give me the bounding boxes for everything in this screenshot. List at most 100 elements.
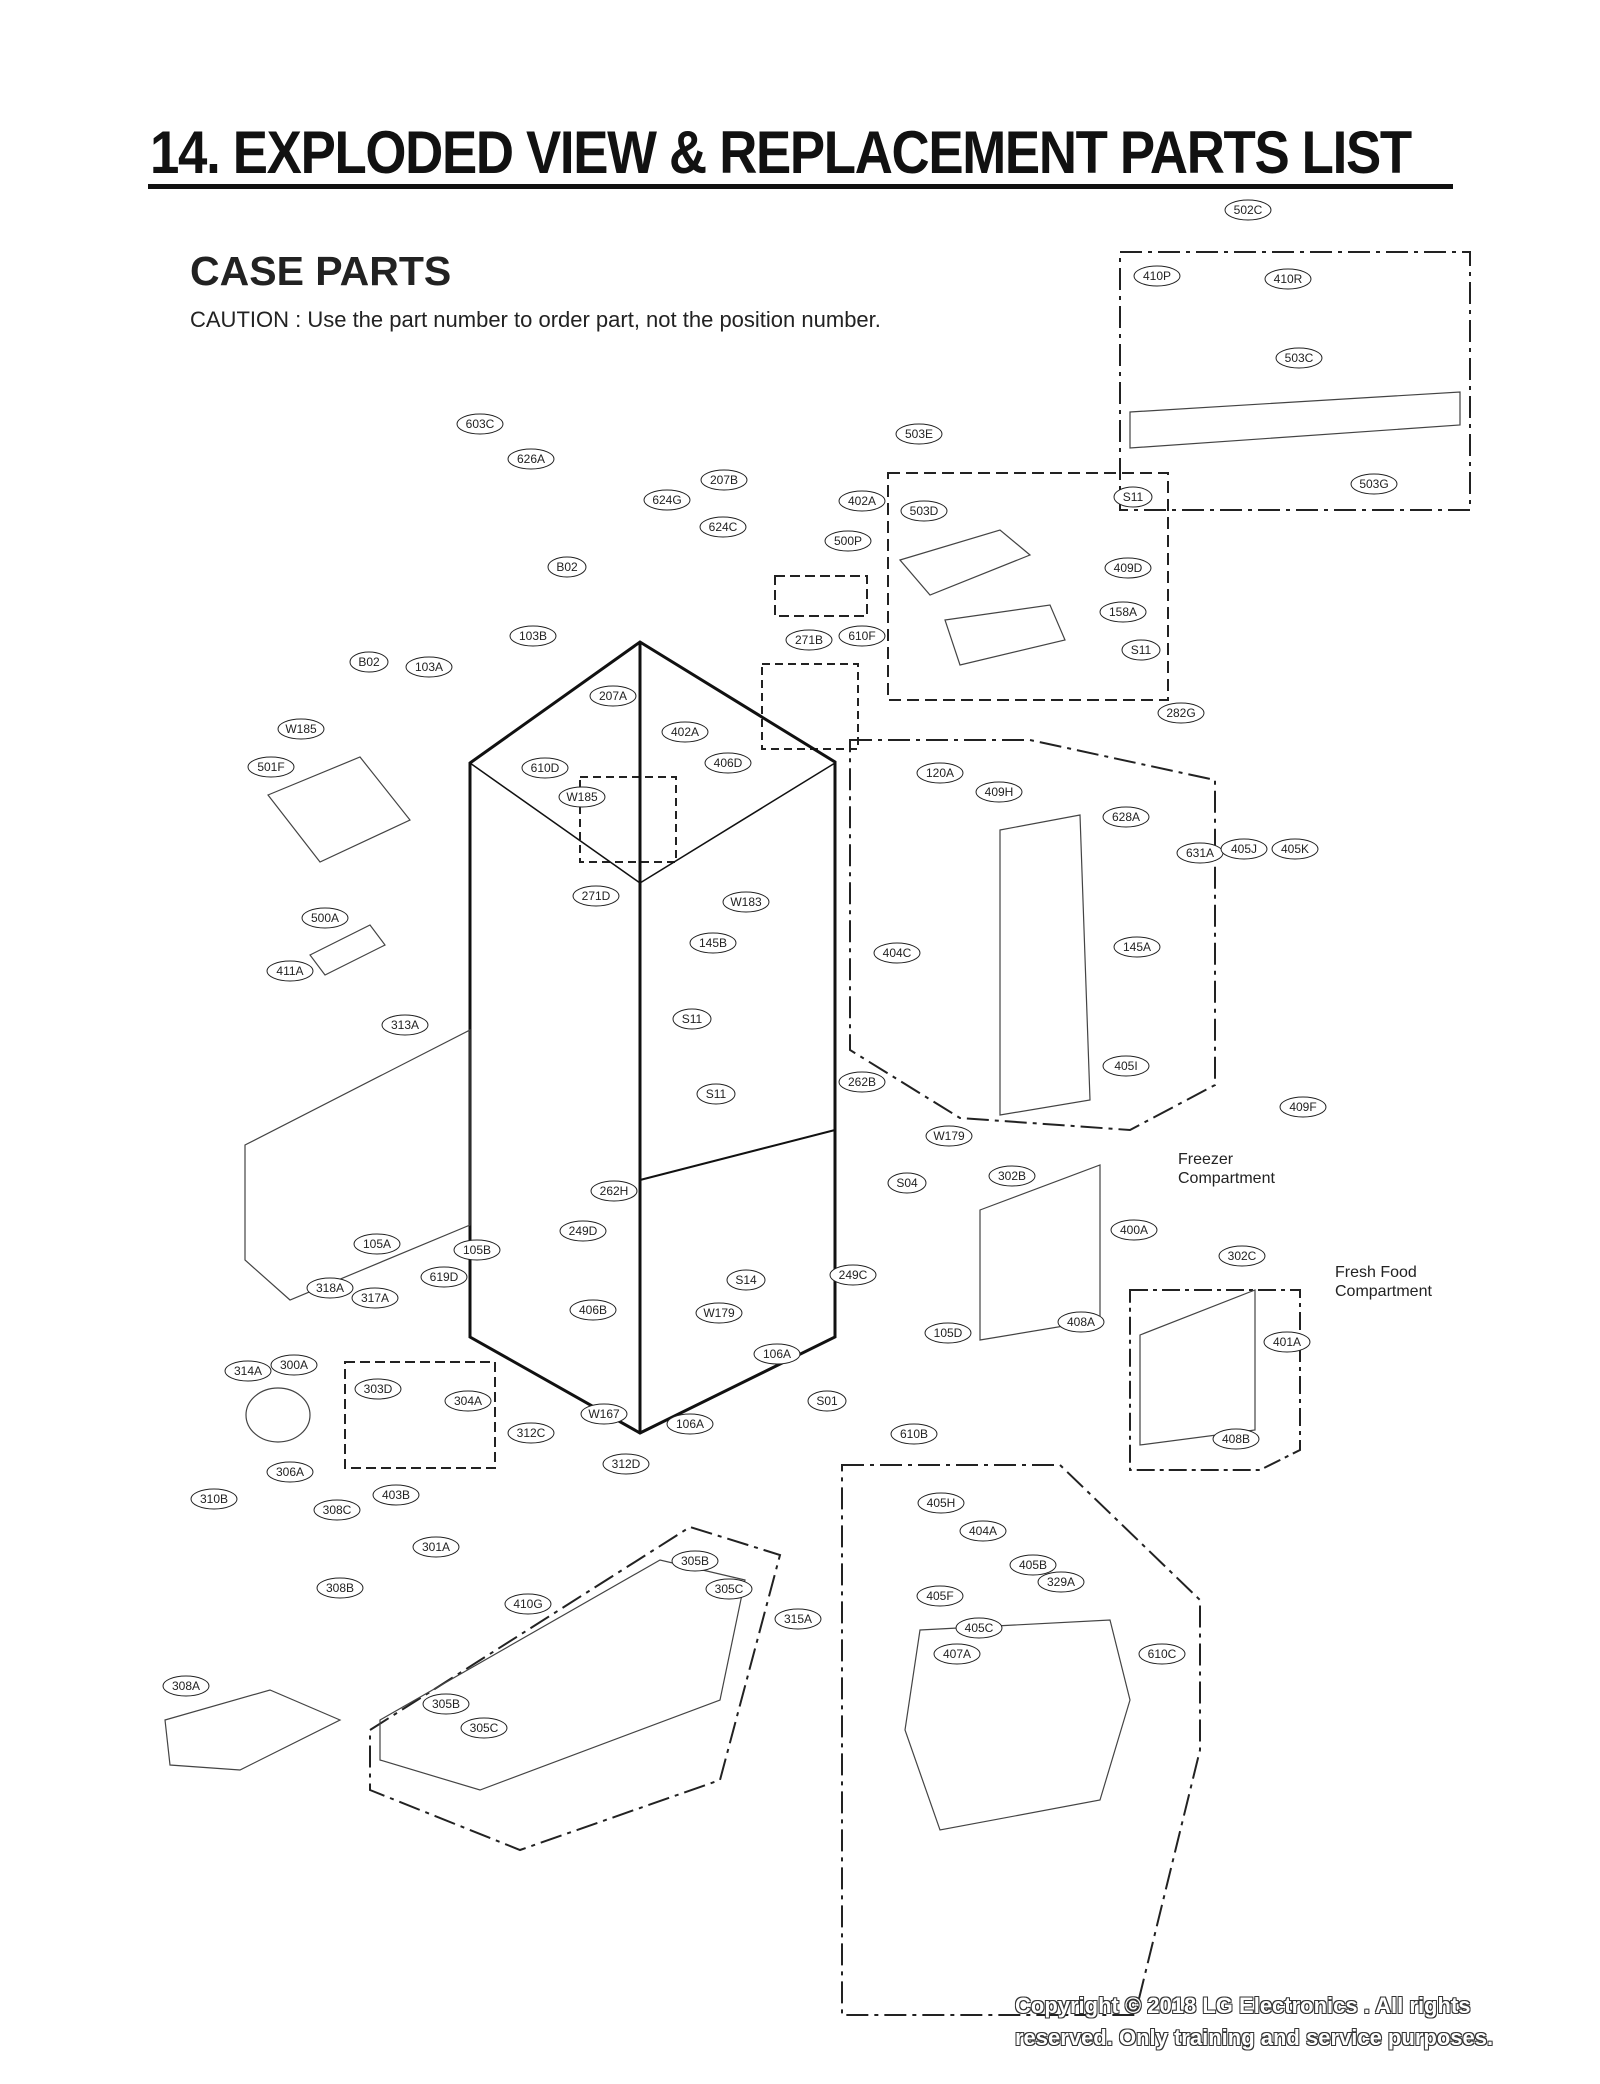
callout-bubble <box>672 1008 712 1030</box>
callout-label: 105B <box>463 1243 491 1257</box>
callout-405f: 405F <box>916 1585 964 1607</box>
group-box-wire-610f <box>774 575 868 617</box>
callout-bubble <box>1113 936 1161 958</box>
callout-label: 503D <box>910 504 939 518</box>
callout-bubble <box>838 625 886 647</box>
callout-501f: 501F <box>247 756 295 778</box>
callout-label: 628A <box>1112 810 1140 824</box>
callout-bubble <box>521 757 569 779</box>
callout-s11: S11 <box>1121 639 1161 661</box>
callout-label: 308C <box>323 1503 352 1517</box>
callout-label: 405C <box>965 1621 994 1635</box>
callout-502c: 502C <box>1224 199 1272 221</box>
callout-label: 610D <box>531 761 560 775</box>
callout-w179: W179 <box>925 1125 973 1147</box>
callout-label: B02 <box>556 560 578 574</box>
callout-s11: S11 <box>1113 486 1153 508</box>
group-box-fan-assembly <box>849 739 1216 1132</box>
callout-bubble <box>1110 1219 1158 1241</box>
duct-assembly <box>999 814 1091 1116</box>
callout-label: B02 <box>358 655 380 669</box>
callout-label: 271D <box>582 889 611 903</box>
callout-label: 310B <box>200 1492 228 1506</box>
callout-bubble <box>270 1354 318 1376</box>
callout-317a: 317A <box>351 1287 399 1309</box>
callout-bubble <box>753 1343 801 1365</box>
callout-bubble <box>354 1378 402 1400</box>
callout-bubble <box>266 960 314 982</box>
compressor-300a <box>245 1387 311 1443</box>
callout-label: 106A <box>763 1347 791 1361</box>
callout-bubble <box>1218 1245 1266 1267</box>
callout-label: 271B <box>795 633 823 647</box>
callout-404a: 404A <box>959 1520 1007 1542</box>
callout-405k: 405K <box>1271 838 1319 860</box>
callout-bubble <box>774 1608 822 1630</box>
callout-bubble <box>1121 639 1161 661</box>
callout-label: 262B <box>848 1075 876 1089</box>
callout-label: 306A <box>276 1465 304 1479</box>
callout-401a: 401A <box>1263 1331 1311 1353</box>
callout-label: S11 <box>706 1087 727 1101</box>
callout-w185: W185 <box>558 786 606 808</box>
callout-label: 302C <box>1228 1249 1257 1263</box>
callout-103b: 103B <box>509 625 557 647</box>
callout-bubble <box>1264 268 1312 290</box>
callout-bubble <box>453 1239 501 1261</box>
callout-bubble <box>838 1071 886 1093</box>
callout-145b: 145B <box>689 932 737 954</box>
callout-w179: W179 <box>695 1302 743 1324</box>
callout-306a: 306A <box>266 1461 314 1483</box>
callout-405h: 405H <box>917 1492 965 1514</box>
callout-409d: 409D <box>1104 557 1152 579</box>
callout-bubble <box>959 1520 1007 1542</box>
callout-bubble <box>933 1643 981 1665</box>
callout-label: 403B <box>382 1488 410 1502</box>
callout-bubble <box>988 1165 1036 1187</box>
callout-label: 405B <box>1019 1558 1047 1572</box>
callout-bubble <box>412 1536 460 1558</box>
callout-bubble <box>162 1675 210 1697</box>
callout-label: S01 <box>816 1394 838 1408</box>
callout-bubble <box>1099 601 1147 623</box>
callout-label: 407A <box>943 1647 971 1661</box>
callout-label: 404C <box>883 946 912 960</box>
callout-bubble <box>602 1453 650 1475</box>
callout-411a: 411A <box>266 960 314 982</box>
callout-label: 402A <box>848 494 876 508</box>
fresh-food-compartment-label: Fresh Food Compartment <box>1335 1264 1432 1300</box>
callout-label: 409D <box>1114 561 1143 575</box>
callout-405i: 405I <box>1102 1055 1150 1077</box>
group-box-display <box>887 472 1169 701</box>
callout-bubble <box>807 1390 847 1412</box>
callout-bubble <box>916 1585 964 1607</box>
callout-label: 404A <box>969 1524 997 1538</box>
callout-bubble <box>190 1488 238 1510</box>
callout-bubble <box>824 530 872 552</box>
callout-label: 408A <box>1067 1315 1095 1329</box>
callout-304a: 304A <box>444 1390 492 1412</box>
callout-406d: 406D <box>704 752 752 774</box>
callout-bubble <box>975 781 1023 803</box>
callout-bubble <box>661 721 709 743</box>
callout-bubble <box>873 942 921 964</box>
callout-626a: 626A <box>507 448 555 470</box>
callout-305b: 305B <box>422 1693 470 1715</box>
callout-label: 301A <box>422 1540 450 1554</box>
callout-bubble <box>422 1693 470 1715</box>
shelf-501f <box>267 756 411 863</box>
callout-label: 304A <box>454 1394 482 1408</box>
callout-103a: 103A <box>405 656 453 678</box>
callout-303d: 303D <box>354 1378 402 1400</box>
callout-label: 305C <box>715 1582 744 1596</box>
callout-label: W167 <box>588 1407 620 1421</box>
callout-label: 303D <box>364 1382 393 1396</box>
callout-bubble <box>456 413 504 435</box>
callout-249c: 249C <box>829 1264 877 1286</box>
callout-503e: 503E <box>895 423 943 445</box>
callout-603c: 603C <box>456 413 504 435</box>
callout-262h: 262H <box>590 1180 638 1202</box>
callout-bubble <box>353 1233 401 1255</box>
callout-105a: 105A <box>353 1233 401 1255</box>
callout-label: 409H <box>985 785 1014 799</box>
